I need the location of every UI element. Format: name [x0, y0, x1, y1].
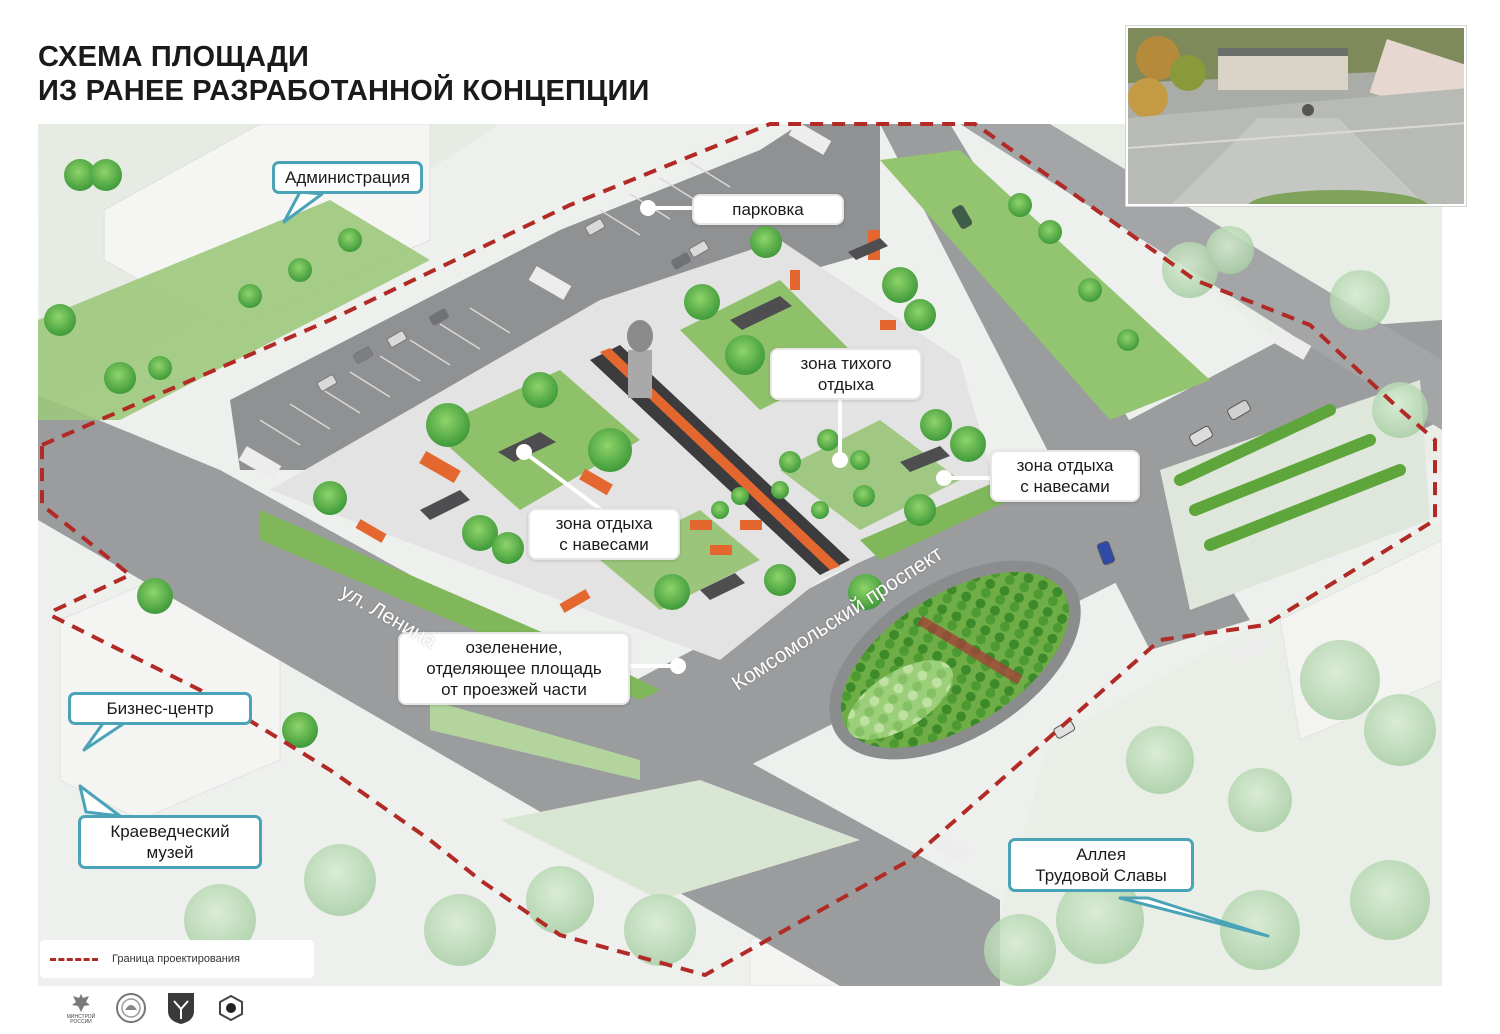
legend: Граница проектирования — [40, 940, 314, 978]
ministry-caption-line-1: МИНСТРОЙ — [66, 1014, 96, 1020]
canopies — [420, 238, 950, 600]
callout-museum-line-2: музей — [146, 843, 194, 862]
parking-stripes — [259, 161, 731, 446]
callout-alley: Аллея Трудовой Славы — [1008, 838, 1194, 892]
label-quiet-zone-line-2: отдыха — [817, 375, 875, 394]
label-rest-zone-right: зона отдыха с навесами — [990, 450, 1140, 502]
moving-cars — [951, 205, 1251, 739]
crosswalks — [238, 124, 1312, 865]
callout-administration: Администрация — [272, 161, 423, 194]
label-greening-line-3: от проезжей части — [441, 680, 587, 699]
callout-tails — [78, 190, 1270, 938]
hedge-rows — [1174, 404, 1406, 551]
legend-boundary-text: Граница проектирования — [112, 953, 240, 965]
label-parking-text: парковка — [732, 200, 804, 219]
leader-lines — [522, 206, 994, 668]
label-greening-line-1: озеленение, — [465, 638, 563, 657]
title-line-2: ИЗ РАНЕЕ РАЗРАБОТАННОЙ КОНЦЕПЦИИ — [38, 75, 650, 107]
project-boundary — [40, 122, 1437, 978]
hexagon-logo-icon — [219, 994, 243, 1022]
callout-business-center: Бизнес-центр — [68, 692, 252, 725]
label-parking: парковка — [692, 194, 844, 225]
shield-icon — [168, 993, 194, 1024]
eagle-emblem-icon — [72, 994, 90, 1012]
callout-business-center-text: Бизнес-центр — [106, 699, 214, 718]
title-line-1: СХЕМА ПЛОЩАДИ — [38, 41, 310, 73]
callout-museum-line-1: Краеведческий — [110, 822, 230, 841]
aerial-photo — [1126, 26, 1466, 206]
aerial-photo-image — [1128, 28, 1464, 204]
page-title: СХЕМА ПЛОЩАДИ ИЗ РАНЕЕ РАЗРАБОТАННОЙ КОН… — [38, 40, 650, 108]
callout-alley-line-1: Аллея — [1076, 845, 1126, 864]
city-coat-of-arms — [164, 990, 198, 1026]
label-rest-zone-right-line-2: с навесами — [1020, 477, 1110, 496]
callout-museum: Краеведческий музей — [78, 815, 262, 869]
label-quiet-zone-line-1: зона тихого — [800, 354, 892, 373]
label-rest-zone-left-line-1: зона отдыха — [555, 514, 653, 533]
pale-trees — [184, 226, 1436, 986]
ministry-logo: МИНСТРОЙ РОССИИ — [64, 990, 98, 1026]
callout-administration-text: Администрация — [285, 168, 410, 187]
label-rest-zone-left-line-2: с навесами — [559, 535, 649, 554]
ministry-caption-line-2: РОССИИ — [70, 1019, 92, 1025]
callout-alley-line-2: Трудовой Славы — [1035, 866, 1167, 885]
monument — [627, 320, 653, 398]
partner-logo — [214, 990, 248, 1026]
label-greening-line-2: отделяющее площадь — [426, 659, 602, 678]
leader-dots — [516, 200, 952, 674]
region-emblem — [114, 990, 148, 1026]
label-rest-zone-left: зона отдыха с навесами — [528, 508, 680, 560]
trees — [44, 159, 1139, 748]
legend-boundary-swatch — [50, 957, 98, 961]
label-greening: озеленение, отделяющее площадь от проезж… — [398, 632, 630, 705]
logo-row: МИНСТРОЙ РОССИИ — [64, 990, 248, 1026]
label-rest-zone-right-line-1: зона отдыха — [1016, 456, 1114, 475]
round-emblem-icon — [116, 993, 146, 1023]
label-quiet-zone: зона тихого отдыха — [770, 348, 922, 400]
